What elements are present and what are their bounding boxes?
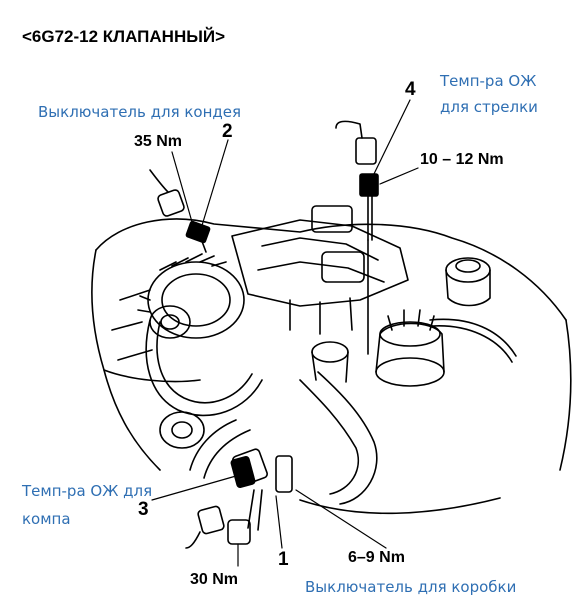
torque-35-nm: 35 Nm	[134, 133, 183, 150]
coolant-hoses	[159, 341, 378, 505]
callout-number-1: 1	[278, 549, 289, 570]
distributor	[375, 309, 517, 387]
callout-number-2: 2	[222, 121, 233, 142]
alternator	[137, 253, 245, 339]
intake-plenum	[231, 205, 409, 335]
gauge-coolant-sensor	[335, 120, 379, 355]
ecu-coolant-sensor	[185, 456, 256, 549]
callout-number-3: 3	[138, 499, 149, 520]
annotation-gearbox-switch: Выключатель для коробки	[305, 578, 517, 596]
drive-belt	[145, 319, 263, 417]
radiator-cap	[445, 257, 491, 307]
torque-30-nm: 30 Nm	[190, 571, 239, 588]
annotation-coolant-gauge-line2: для стрелки	[440, 98, 538, 116]
page-title: <6G72-12 КЛАПАННЫЙ>	[22, 27, 226, 46]
annotation-coolant-ecu-line2: компа	[22, 510, 71, 528]
leader-lines	[151, 99, 419, 567]
annotation-ac-switch: Выключатель для кондея	[38, 103, 242, 121]
engine-block	[91, 218, 572, 515]
torque-6-9-nm: 6–9 Nm	[348, 549, 405, 566]
annotation-coolant-gauge-line1: Темп-ра ОЖ	[440, 72, 537, 90]
torque-10-12-nm: 10 – 12 Nm	[420, 151, 504, 168]
ac-switch-sensor	[149, 169, 211, 253]
callout-number-4: 4	[405, 79, 416, 100]
annotation-coolant-ecu-line1: Темп-ра ОЖ для	[22, 482, 153, 500]
